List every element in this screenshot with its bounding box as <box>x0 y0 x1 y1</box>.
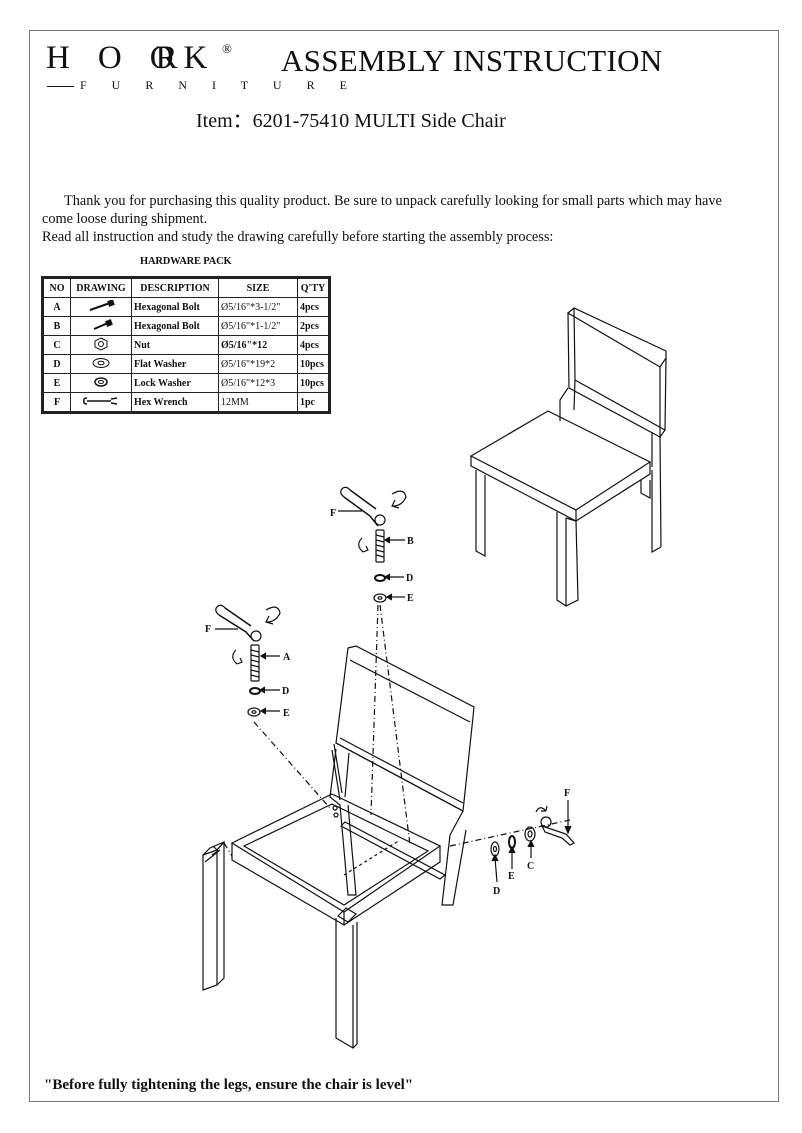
table-row: E Lock Washer Ø5/16"*12*3 10pcs <box>43 373 329 393</box>
assembled-chair-illustration <box>469 307 667 608</box>
label-left-washer-2: E <box>283 708 290 719</box>
right-hardware-stack <box>490 800 575 883</box>
page-frame <box>29 30 779 1102</box>
label-left-wrench: F <box>205 624 211 635</box>
label-top-wrench: F <box>330 508 336 519</box>
row-qty: 2pcs <box>297 316 329 336</box>
table-row: D Flat Washer Ø5/16"*19*2 10pcs <box>43 354 329 374</box>
label-right-washer-d: D <box>493 886 500 897</box>
label-top-washer-1: D <box>406 573 413 584</box>
item-line: Item：6201-75410 MULTI Side Chair <box>196 110 506 132</box>
row-description: Hex Wrench <box>131 392 219 412</box>
hardware-table: NO DRAWING DESCRIPTION SIZE Q'TY A Hexag… <box>41 276 331 414</box>
logo-rule <box>47 86 74 87</box>
row-qty: 1pc <box>297 392 329 412</box>
brand-subtitle: F U R N I T U R E <box>80 78 358 92</box>
table-row: B Hexagonal Bolt Ø5/16"*1-1/2" 2pcs <box>43 316 329 336</box>
left-hardware-stack <box>215 604 281 717</box>
leg-arrow-icon <box>204 845 221 863</box>
label-top-washer-2: E <box>407 593 414 604</box>
top-hardware-stack <box>338 486 407 603</box>
table-row: C Nut Ø5/16"*12 4pcs <box>43 335 329 355</box>
row-qty: 4pcs <box>297 297 329 317</box>
bolt-hole-marker <box>332 805 338 811</box>
registered-mark: ® <box>222 41 232 56</box>
label-left-washer-1: D <box>282 686 289 697</box>
label-right-wrench: F <box>564 788 570 799</box>
hardware-pack-title: HARDWARE PACK <box>140 256 232 267</box>
label-right-nut: C <box>527 861 534 872</box>
footer-note: "Before fully tightening the legs, ensur… <box>44 1077 414 1093</box>
bolt-hole-marker <box>333 812 339 818</box>
intro-line-3: Read all instruction and study the drawi… <box>42 229 554 245</box>
alignment-lines <box>223 604 571 857</box>
table-row: F Hex Wrench 12MM 1pc <box>43 392 329 412</box>
label-right-washer-e: E <box>508 871 515 882</box>
intro-line-2: come loose during shipment. <box>42 211 208 227</box>
hex-wrench-icon <box>70 392 132 412</box>
label-left-bolt: A <box>283 652 291 663</box>
page-title: ASSEMBLY INSTRUCTION <box>281 43 663 78</box>
exploded-chair-illustration <box>202 645 475 1050</box>
label-top-bolt: B <box>407 536 414 547</box>
intro-line-1: Thank you for purchasing this quality pr… <box>64 193 722 209</box>
table-row: A Hexagonal Bolt Ø5/16"*3-1/2" 4pcs <box>43 297 329 317</box>
